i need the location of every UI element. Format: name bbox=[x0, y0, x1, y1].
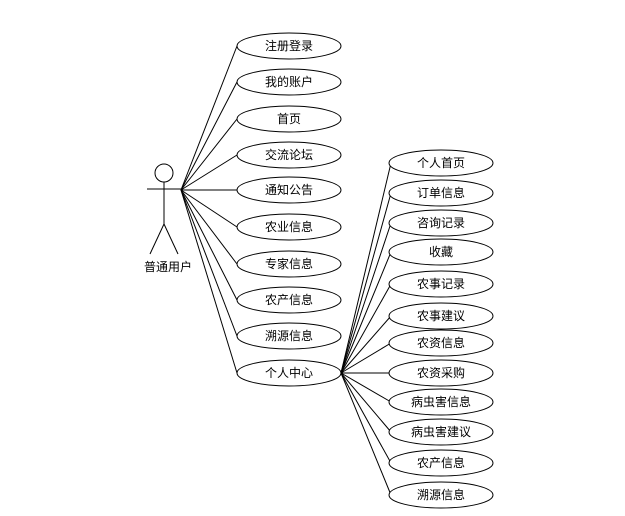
use-case-label: 首页 bbox=[277, 112, 301, 126]
use-cases: 注册登录我的账户首页交流论坛通知公告农业信息专家信息农产信息溯源信息个人中心个人… bbox=[236, 32, 494, 509]
association-line bbox=[340, 372, 392, 496]
use-case-label: 溯源信息 bbox=[265, 328, 313, 343]
sub-use-case-label: 溯源信息 bbox=[417, 487, 465, 502]
sub-use-case-ellipse bbox=[388, 302, 494, 330]
use-case: 溯源信息 bbox=[236, 322, 342, 350]
sub-use-case-label: 病虫害信息 bbox=[411, 394, 471, 409]
sub-use-case: 病虫害建议 bbox=[388, 418, 494, 446]
sub-use-case-label: 咨询记录 bbox=[417, 215, 465, 230]
sub-use-case-ellipse bbox=[388, 209, 494, 237]
use-case: 注册登录 bbox=[236, 32, 342, 60]
sub-use-case-label: 病虫害建议 bbox=[411, 424, 471, 439]
sub-use-case-ellipse bbox=[388, 329, 494, 357]
sub-use-case-ellipse bbox=[388, 481, 494, 509]
use-case: 我的账户 bbox=[236, 68, 342, 96]
use-case: 首页 bbox=[236, 105, 342, 133]
association-line bbox=[340, 162, 392, 374]
sub-use-case-ellipse bbox=[388, 238, 494, 266]
use-case-label: 农业信息 bbox=[265, 219, 313, 234]
sub-use-case-ellipse bbox=[388, 270, 494, 298]
use-case: 交流论坛 bbox=[236, 141, 342, 169]
sub-use-case-ellipse bbox=[388, 359, 494, 387]
sub-use-case-ellipse bbox=[388, 179, 494, 207]
use-case-label: 农产信息 bbox=[265, 292, 313, 307]
use-case-ellipse bbox=[236, 141, 342, 169]
use-case-ellipse bbox=[236, 213, 342, 241]
association-line bbox=[180, 81, 238, 191]
actor-right-leg bbox=[163, 223, 179, 255]
use-case-label: 个人中心 bbox=[265, 365, 313, 380]
sub-use-case-ellipse bbox=[388, 449, 494, 477]
sub-use-case: 农事建议 bbox=[388, 302, 494, 330]
use-case-label: 交流论坛 bbox=[265, 147, 313, 162]
use-case-label: 通知公告 bbox=[265, 183, 313, 197]
association-line bbox=[340, 222, 392, 374]
use-case: 农产信息 bbox=[236, 286, 342, 314]
use-case-ellipse bbox=[236, 176, 342, 204]
sub-use-case: 农资信息 bbox=[388, 329, 494, 357]
association-line bbox=[180, 118, 238, 191]
actor-left-leg bbox=[149, 223, 165, 255]
association-line bbox=[340, 251, 392, 374]
association-line bbox=[340, 283, 392, 374]
association-line bbox=[180, 189, 238, 228]
sub-use-case: 订单信息 bbox=[388, 179, 494, 207]
association-line bbox=[340, 342, 392, 374]
sub-use-case-label: 农产信息 bbox=[417, 455, 465, 470]
use-case-label: 专家信息 bbox=[265, 256, 313, 271]
sub-use-case-label: 农事记录 bbox=[417, 277, 465, 291]
sub-use-case-label: 农资采购 bbox=[417, 365, 465, 380]
sub-use-case-label: 订单信息 bbox=[417, 185, 465, 200]
actor-head bbox=[154, 163, 174, 183]
sub-use-case-ellipse bbox=[388, 149, 494, 177]
sub-use-case: 个人首页 bbox=[388, 149, 494, 177]
use-case-label: 注册登录 bbox=[265, 38, 313, 53]
actor: 普通用户 bbox=[144, 163, 192, 274]
use-case: 通知公告 bbox=[236, 176, 342, 204]
association-line bbox=[180, 189, 238, 374]
use-case: 专家信息 bbox=[236, 250, 342, 278]
use-case: 农业信息 bbox=[236, 213, 342, 241]
sub-use-case-label: 个人首页 bbox=[417, 156, 465, 170]
use-case-ellipse bbox=[236, 105, 342, 133]
sub-use-case: 农事记录 bbox=[388, 270, 494, 298]
use-case: 个人中心 bbox=[236, 359, 342, 387]
sub-use-case-label: 农事建议 bbox=[417, 309, 465, 323]
sub-use-case: 农产信息 bbox=[388, 449, 494, 477]
actor-label: 普通用户 bbox=[144, 259, 192, 274]
association-line bbox=[180, 189, 238, 337]
association-line bbox=[180, 189, 238, 301]
sub-use-case: 病虫害信息 bbox=[388, 388, 494, 416]
association-line bbox=[340, 315, 392, 374]
use-case-ellipse bbox=[236, 322, 342, 350]
sub-use-case-ellipse bbox=[388, 418, 494, 446]
use-case-ellipse bbox=[236, 68, 342, 96]
association-line bbox=[180, 45, 238, 191]
use-case-ellipse bbox=[236, 286, 342, 314]
association-line bbox=[340, 192, 392, 374]
sub-use-case: 农资采购 bbox=[388, 359, 494, 387]
sub-use-case-label: 农资信息 bbox=[417, 335, 465, 350]
sub-use-case-label: 收藏 bbox=[429, 245, 453, 259]
association-line bbox=[340, 372, 392, 403]
use-case-ellipse bbox=[236, 32, 342, 60]
associations bbox=[180, 45, 392, 496]
sub-use-case-ellipse bbox=[388, 388, 494, 416]
use-case-ellipse bbox=[236, 359, 342, 387]
association-line bbox=[180, 189, 238, 265]
sub-use-case: 收藏 bbox=[388, 238, 494, 266]
use-case-label: 我的账户 bbox=[265, 74, 313, 89]
use-case-ellipse bbox=[236, 250, 342, 278]
sub-use-case: 溯源信息 bbox=[388, 481, 494, 509]
association-line bbox=[180, 154, 238, 191]
sub-use-case: 咨询记录 bbox=[388, 209, 494, 237]
association-line bbox=[340, 372, 392, 433]
association-line bbox=[340, 372, 392, 464]
